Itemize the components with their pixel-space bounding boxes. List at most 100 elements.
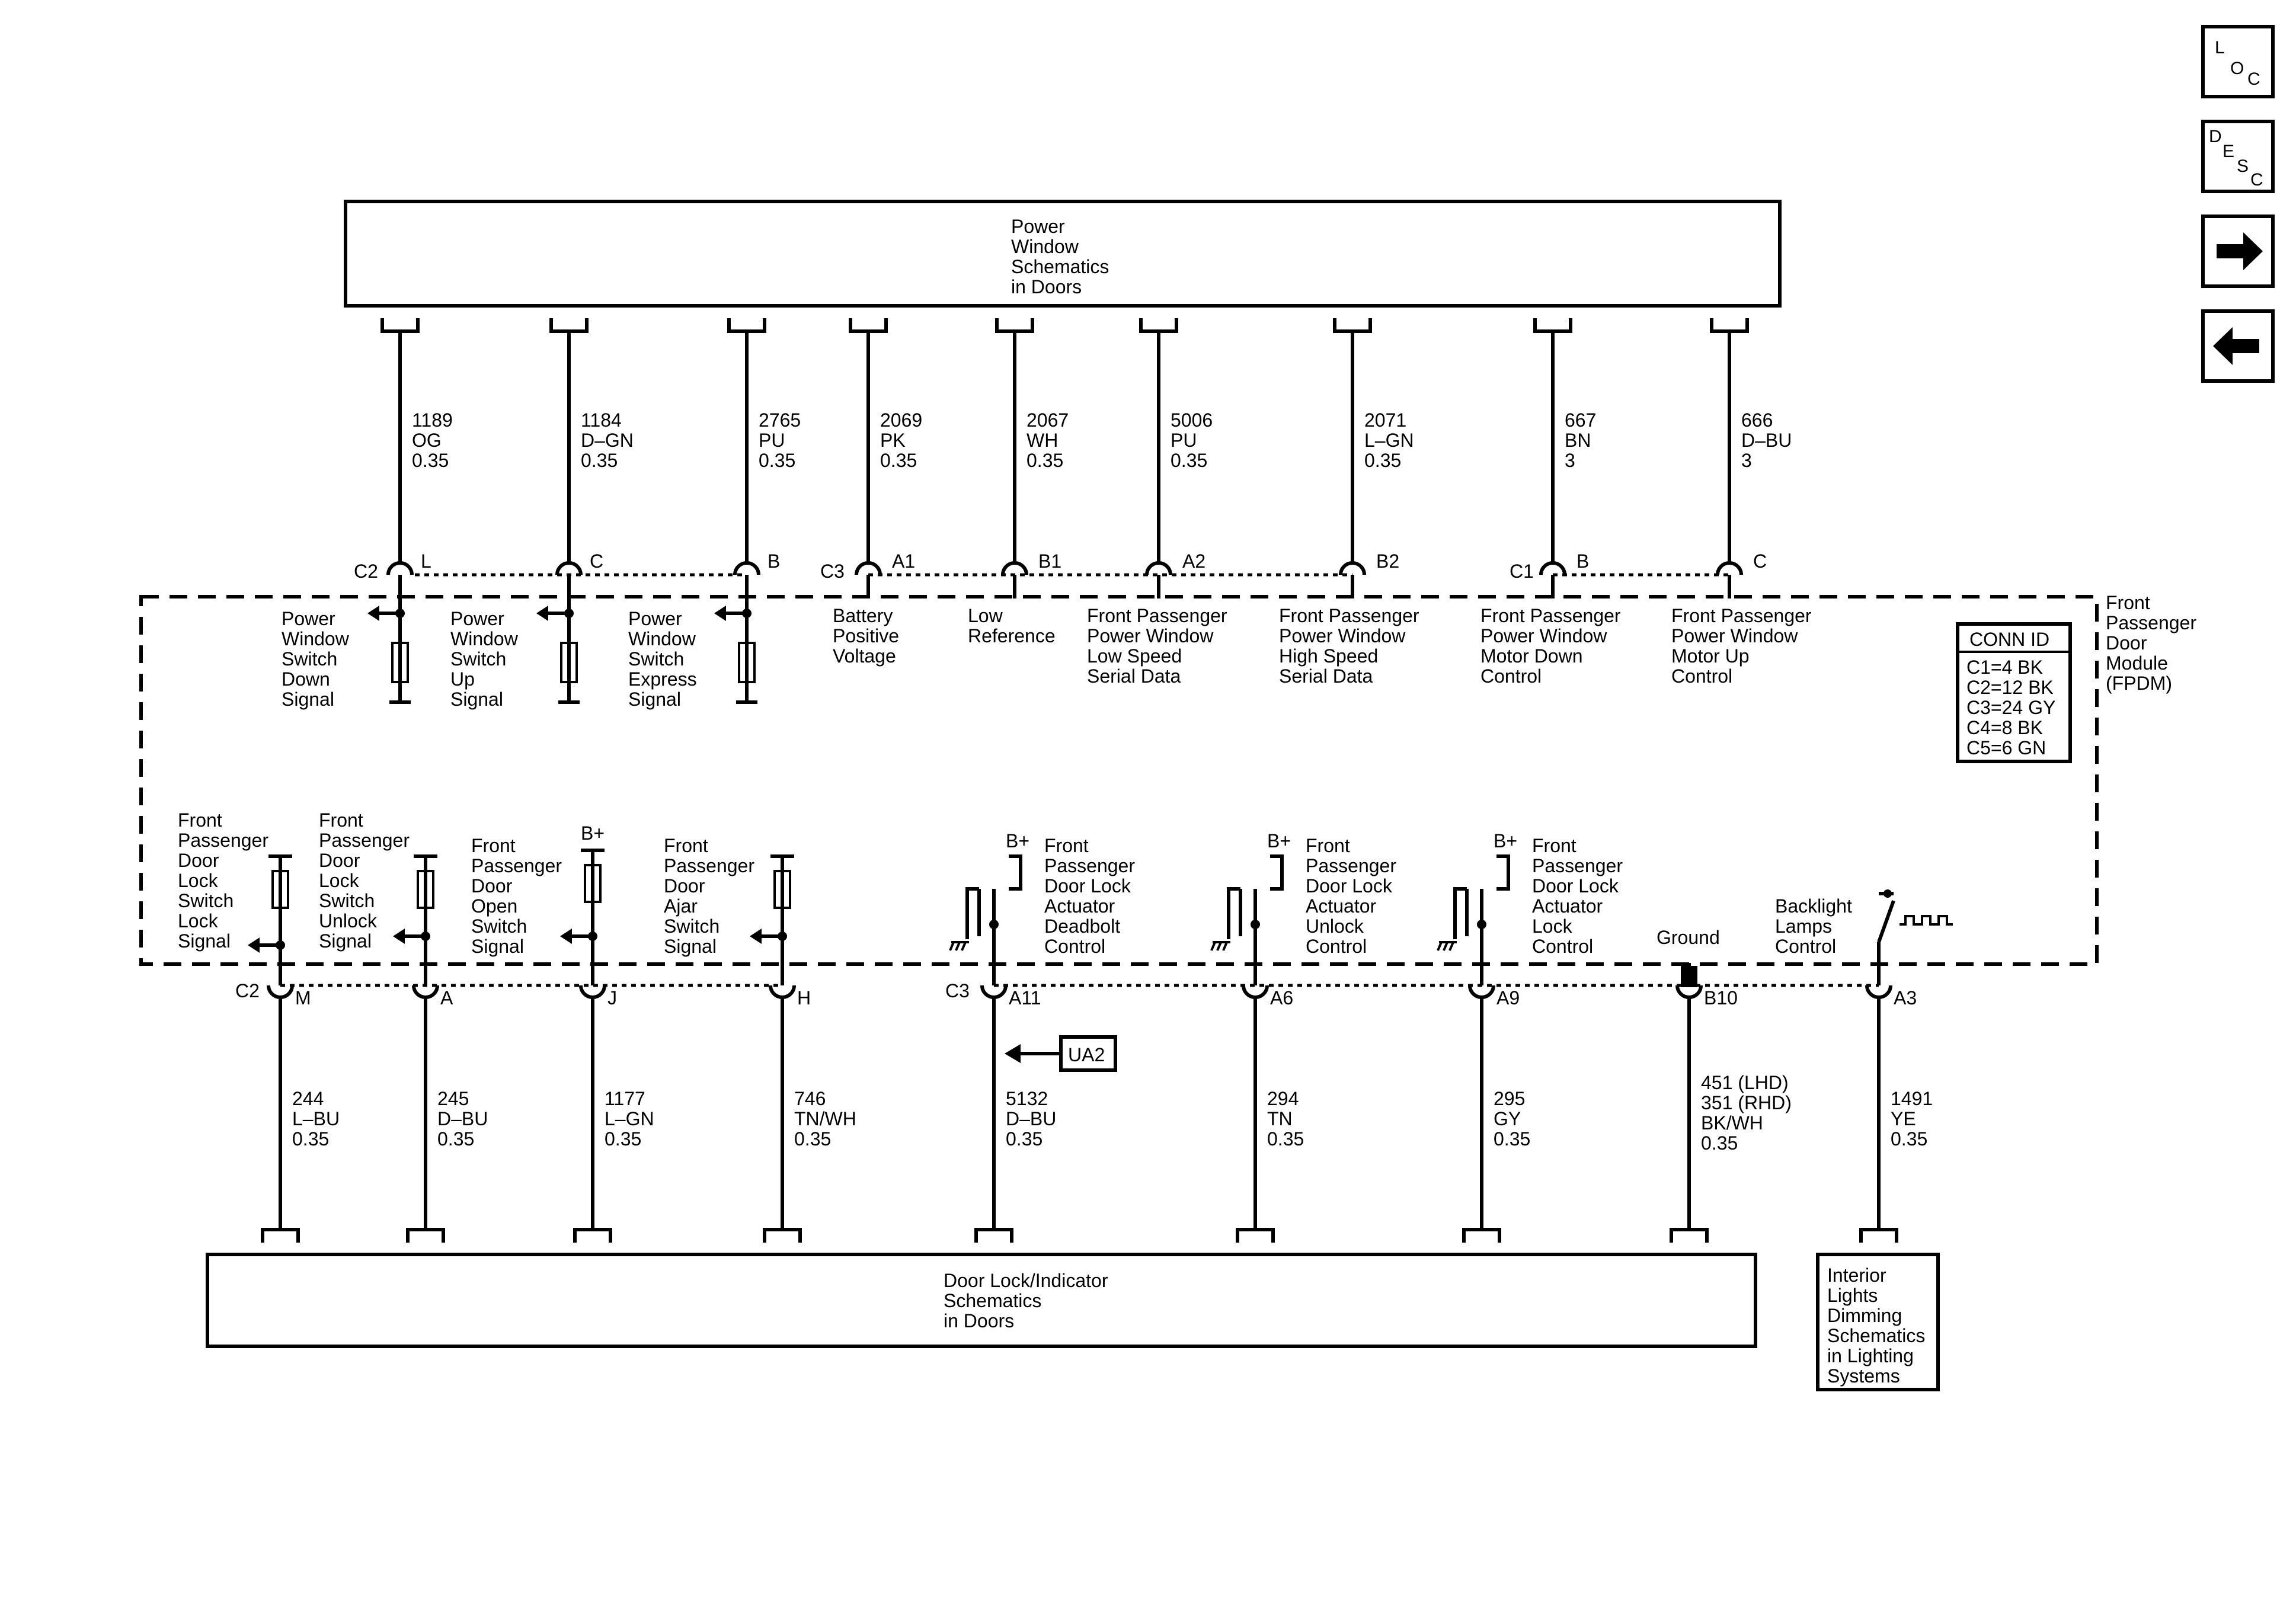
- svg-text:Door: Door: [2106, 632, 2147, 654]
- svg-text:Front: Front: [2106, 592, 2150, 613]
- arrow-right-icon: [2217, 232, 2263, 270]
- pin-label: B10: [1704, 987, 1738, 1009]
- circuit-label: Door: [471, 875, 513, 897]
- wire-spec-text: 451 (LHD): [1701, 1072, 1789, 1093]
- junction-dot: [1884, 889, 1892, 898]
- wire-spec-text: 3: [1565, 450, 1575, 471]
- terminal-bracket: [573, 1228, 612, 1243]
- connector-pin: [1865, 985, 1892, 999]
- connector-c2-bottom-label: C2: [235, 980, 260, 1001]
- svg-text:Door Lock/Indicator: Door Lock/Indicator: [944, 1270, 1108, 1291]
- wire-spec-text: 0.35: [581, 450, 618, 471]
- circuit-label: Front: [1532, 835, 1576, 856]
- wire-spec-text: 0.35: [759, 450, 795, 471]
- circuit-label: Low Speed: [1087, 645, 1182, 667]
- wire-spec-text: 0.35: [794, 1128, 831, 1150]
- door-lock-indicator-schematics-box[interactable]: [206, 1253, 1757, 1348]
- circuit-label: Front: [1306, 835, 1350, 856]
- circuit-label: Reference: [968, 625, 1056, 646]
- connector-c1-top-label: C1: [1510, 561, 1534, 582]
- interior-lights-dimming-box[interactable]: [1816, 1253, 1940, 1391]
- circuit-label: Backlight: [1775, 895, 1852, 917]
- b-plus-label: B+: [581, 822, 605, 844]
- circuit-label: Control: [1775, 936, 1836, 957]
- circuit-label: Switch: [319, 890, 375, 911]
- wire-spec-text: 0.35: [1891, 1128, 1927, 1150]
- circuit-label: Lock: [178, 870, 219, 891]
- pin-label: B2: [1376, 550, 1399, 572]
- pin-label: C: [1753, 550, 1767, 572]
- terminal-bracket: [1236, 1228, 1275, 1243]
- pin-label: A2: [1182, 550, 1205, 572]
- circuit-label: Switch: [628, 648, 684, 670]
- wire-spec-text: 2069: [880, 409, 922, 431]
- wire-spec-text: PU: [759, 430, 785, 451]
- conn-id-row: C4=8 BK: [1966, 717, 2043, 738]
- ua2-reference[interactable]: UA2: [1005, 1035, 1117, 1072]
- circuit-label: Door Lock: [1532, 875, 1619, 897]
- wire-spec-text: 1491: [1891, 1088, 1933, 1109]
- connector-pin: [980, 985, 1008, 999]
- next-page-button[interactable]: [2201, 215, 2275, 288]
- pin-label: A11: [1009, 987, 1041, 1009]
- wire-spec-text: 0.35: [1006, 1128, 1043, 1150]
- circuit-label: Passenger: [471, 855, 562, 876]
- connector-pin: [1468, 985, 1495, 999]
- door-lock-indicator-schematics-label: Door Lock/Indicator Schematics in Doors: [944, 1270, 1108, 1331]
- pin-label: A1: [892, 550, 915, 572]
- terminal-bracket: [727, 318, 766, 333]
- connector-pin: [733, 561, 760, 575]
- connector-c3-top-label: C3: [820, 561, 845, 582]
- circuit-label: Power: [628, 608, 682, 629]
- circuit-label: Ground: [1657, 927, 1720, 948]
- signal-arrow: [248, 937, 260, 953]
- wire-spec-text: 351 (RHD): [1701, 1092, 1792, 1113]
- circuit-label: Signal: [471, 936, 524, 957]
- wire-spec-text: 1184: [581, 409, 622, 431]
- previous-page-button[interactable]: [2201, 309, 2275, 383]
- circuit-label: Passenger: [319, 830, 410, 851]
- switch-signal-circuit: [560, 849, 605, 963]
- terminal-bracket: [1859, 1228, 1898, 1243]
- b-plus-label: B+: [1494, 830, 1517, 852]
- circuit-label: Motor Up: [1671, 645, 1750, 667]
- wire-spec-text: 0.35: [1027, 450, 1063, 471]
- circuit-label: Door: [178, 850, 219, 871]
- circuit-label: Up: [450, 668, 475, 690]
- circuit-label: Front Passenger: [1087, 605, 1227, 626]
- signal-arrow: [393, 929, 405, 944]
- circuit-label: Control: [1532, 936, 1593, 957]
- wire-spec-text: 0.35: [412, 450, 449, 471]
- circuit-label: Control: [1671, 665, 1732, 687]
- circuit-label: Switch: [282, 648, 337, 670]
- resistor: [738, 642, 756, 683]
- wire-spec-text: 0.35: [437, 1128, 474, 1150]
- circuit-label: Control: [1306, 936, 1367, 957]
- power-window-schematics-box[interactable]: [344, 200, 1782, 308]
- power-window-schematics-label: Power Window Schematics in Doors: [1011, 216, 1109, 297]
- circuit-label: Voltage: [833, 645, 896, 667]
- resistor: [417, 870, 434, 909]
- connector-pin: [1716, 561, 1743, 575]
- circuit-label: Lock: [1532, 916, 1573, 937]
- fpdm-module-boundary: [139, 595, 2099, 966]
- desc-button[interactable]: D E S C: [2201, 120, 2275, 193]
- connector-pin: [1339, 561, 1366, 575]
- terminal-bracket: [974, 1228, 1013, 1243]
- ground-switch: [965, 887, 979, 939]
- conn-id-title: CONN ID: [1969, 629, 2049, 650]
- pin-label: M: [295, 987, 311, 1009]
- circuit-label: Lock: [178, 910, 219, 932]
- circuit-label: Window: [628, 628, 696, 649]
- loc-button[interactable]: L O C: [2201, 25, 2275, 98]
- circuit-label: Serial Data: [1087, 665, 1181, 687]
- wire-spec-text: L–BU: [292, 1108, 340, 1129]
